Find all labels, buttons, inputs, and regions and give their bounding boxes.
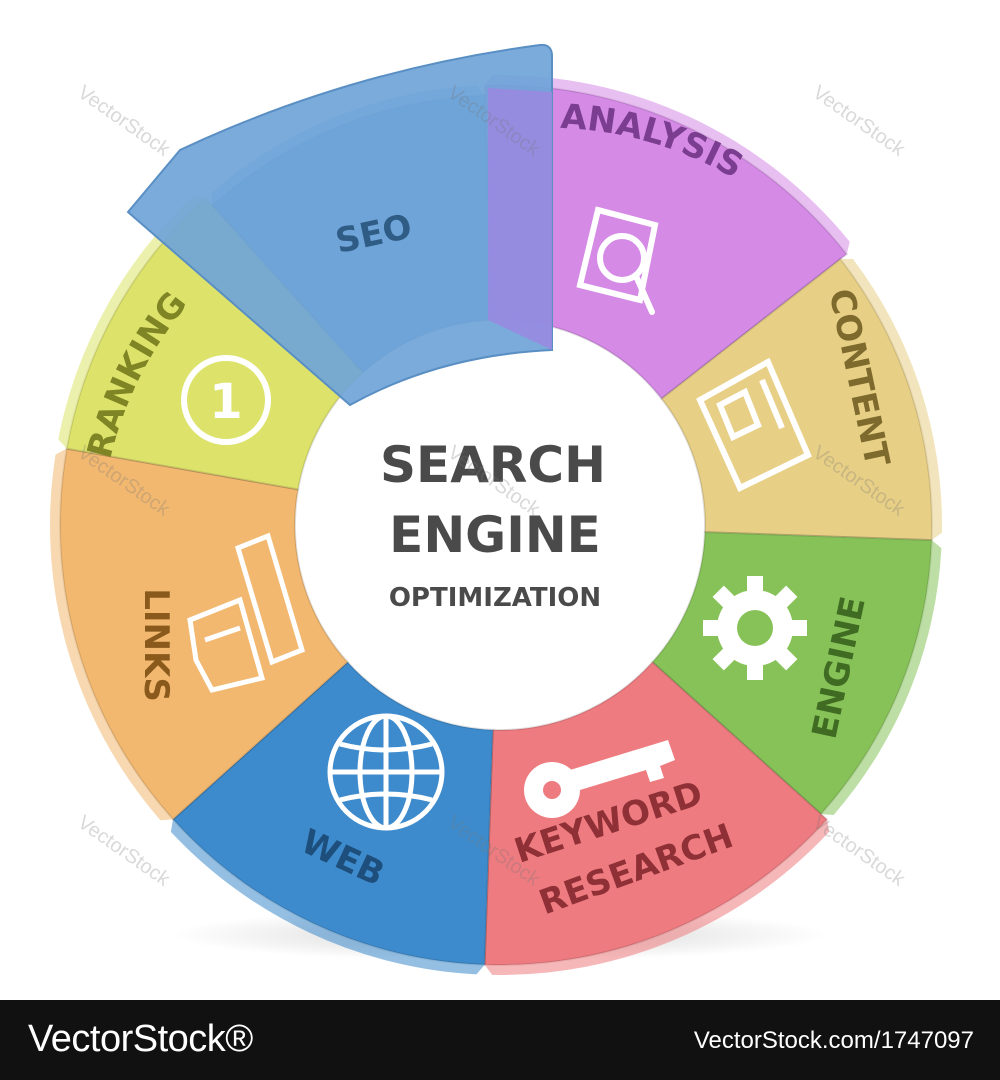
key-icon: [524, 740, 675, 818]
magnifier-document-icon: [576, 206, 659, 315]
seo-tab: SEO: [126, 43, 553, 407]
center-title-line3: OPTIMIZATION: [389, 583, 601, 613]
footer-bar: VectorStock® VectorStock.com/1747097: [0, 1000, 1000, 1080]
segment-links: [59, 447, 350, 821]
footer-brand: VectorStock®: [28, 1018, 253, 1060]
segment-edge-analysis: [484, 75, 850, 255]
rank-number: 1: [209, 374, 242, 430]
segment-web: [171, 660, 494, 966]
segment-edge-keyword: [484, 819, 830, 975]
segment-edge-content: [840, 258, 942, 541]
links-label: LINKS: [136, 588, 176, 702]
seo-diagram: SEARCH ENGINE OPTIMIZATION SEO ANALYSIS …: [50, 43, 942, 975]
center-title-line1: SEARCH: [380, 436, 606, 494]
segment-keyword: [483, 660, 829, 966]
globe-icon: [327, 713, 445, 831]
segment-edge-links: [50, 448, 174, 821]
gear-icon: [703, 576, 807, 680]
segment-analysis: [483, 84, 849, 401]
pointing-hand-icon: [187, 532, 306, 693]
number-one-icon: 1: [181, 355, 271, 445]
center-hub: [300, 325, 700, 725]
center-title-line2: ENGINE: [389, 506, 601, 564]
seo-wheel: SEARCH ENGINE OPTIMIZATION SEO ANALYSIS …: [50, 43, 942, 975]
document-icon: [696, 357, 812, 493]
footer-url: VectorStock.com/1747097: [693, 1027, 974, 1054]
